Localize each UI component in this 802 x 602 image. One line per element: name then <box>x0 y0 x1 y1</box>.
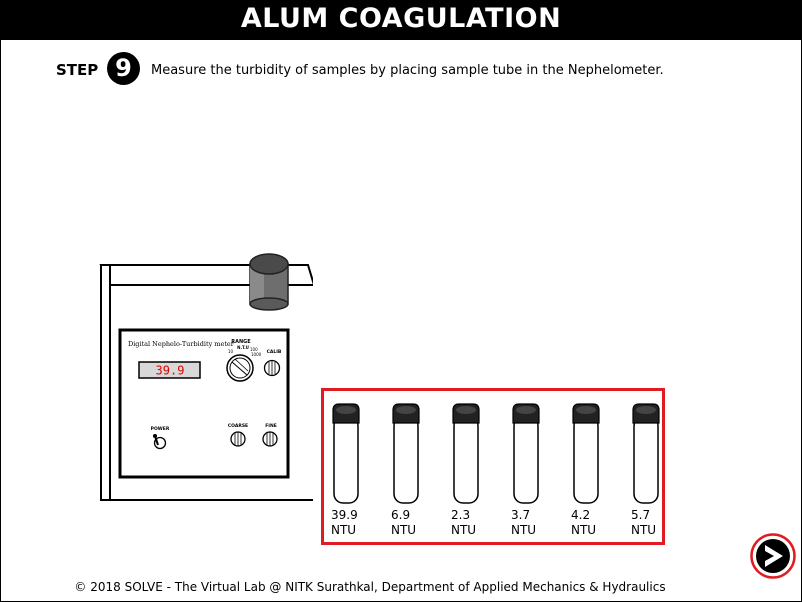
sample-label-6: 5.7 NTU <box>631 508 675 538</box>
next-arrow-icon <box>750 533 796 579</box>
sample-unit: NTU <box>331 523 357 537</box>
sample-value: 3.7 <box>511 508 531 522</box>
sample-tube-4[interactable] <box>511 403 541 511</box>
sample-label-3: 2.3 NTU <box>451 508 495 538</box>
sample-label-2: 6.9 NTU <box>391 508 435 538</box>
sample-unit: NTU <box>391 523 417 537</box>
sample-value: 4.2 <box>571 508 591 522</box>
turbidity-display-value: 39.9 <box>156 364 185 378</box>
sample-label-5: 4.2 NTU <box>571 508 615 538</box>
turbidity-display <box>138 361 201 379</box>
range-knob[interactable] <box>226 354 254 382</box>
sample-unit: NTU <box>571 523 597 537</box>
device-side <box>100 264 111 501</box>
sample-value: 6.9 <box>391 508 411 522</box>
fine-knob[interactable] <box>262 431 278 447</box>
panel-title: Digital Nephelo-Turbidity meter <box>128 340 235 348</box>
range-tick-10: 10 <box>228 349 234 354</box>
fine-label: FINE <box>265 423 277 429</box>
test-tube-icon <box>452 403 480 504</box>
sample-tube-6[interactable] <box>631 403 661 511</box>
next-button[interactable] <box>750 533 796 579</box>
sample-tube-2[interactable] <box>391 403 421 511</box>
control-panel <box>118 328 290 479</box>
footer-copyright: © 2018 SOLVE - The Virtual Lab @ NITK Su… <box>74 580 666 594</box>
range-tick-1000: 1000 <box>251 352 262 357</box>
sample-value: 39.9 <box>331 508 358 522</box>
step-label: STEP <box>56 61 99 79</box>
test-tube-icon <box>512 403 540 504</box>
sample-value: 2.3 <box>451 508 471 522</box>
range-unit-label: N.T.U <box>237 345 249 350</box>
sample-unit: NTU <box>451 523 477 537</box>
sample-tube-5[interactable] <box>571 403 601 511</box>
test-tube-icon <box>572 403 600 504</box>
sample-unit: NTU <box>631 523 657 537</box>
sample-label-1: 39.9 NTU <box>331 508 375 538</box>
sample-unit: NTU <box>511 523 537 537</box>
test-tube-icon <box>632 403 660 504</box>
test-tube-icon <box>392 403 420 504</box>
test-tube-icon <box>332 403 360 504</box>
coarse-label: COARSE <box>228 423 248 429</box>
sample-value: 5.7 <box>631 508 651 522</box>
power-label: POWER <box>151 426 170 432</box>
coarse-knob[interactable] <box>230 431 246 447</box>
sample-label-4: 3.7 NTU <box>511 508 555 538</box>
step-instruction: Measure the turbidity of samples by plac… <box>151 63 664 78</box>
calib-label: CALIB <box>267 349 282 355</box>
page-title: ALUM COAGULATION <box>0 0 802 40</box>
calib-knob[interactable] <box>263 359 281 377</box>
range-tick-100: 100 <box>250 347 258 352</box>
step-number-badge: 9 <box>107 52 140 85</box>
sample-tube-3[interactable] <box>451 403 481 511</box>
power-switch[interactable] <box>153 434 167 450</box>
sample-tube-1[interactable] <box>331 403 361 511</box>
nephelometer-device: Digital Nephelo-Turbidity meter 39.9 RAN… <box>99 253 313 501</box>
sample-holder[interactable] <box>249 253 289 311</box>
range-label: RANGE <box>231 339 251 345</box>
sample-tubes-panel: 39.9 NTU 6.9 NTU 2.3 NTU 3.7 NTU <box>321 388 665 545</box>
